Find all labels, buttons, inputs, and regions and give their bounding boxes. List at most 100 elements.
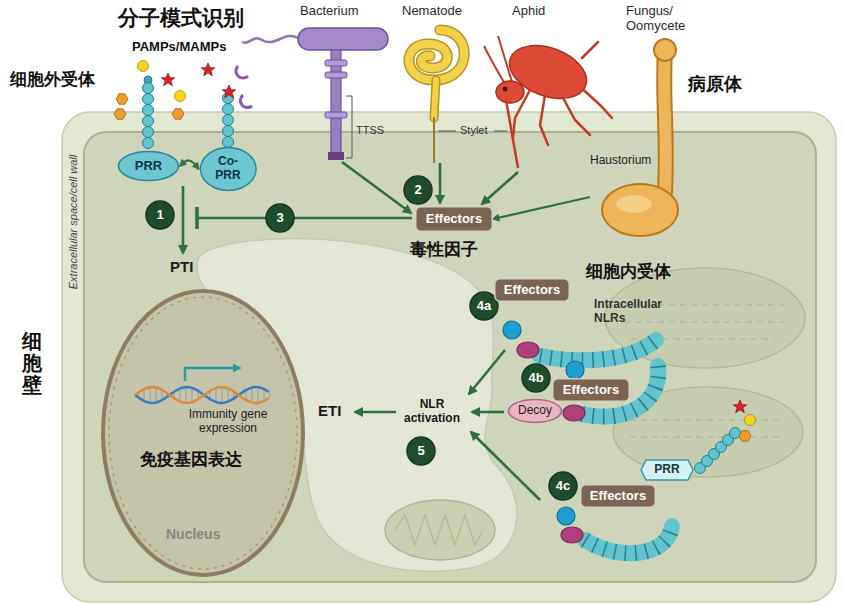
pathway-arrow	[197, 217, 412, 220]
gene-expression-label: Immunity gene expression	[178, 408, 278, 436]
pathway-arrow	[342, 162, 411, 213]
haustorium-shape	[602, 184, 678, 236]
aphid	[503, 87, 508, 92]
text-holder: Co-PRR	[199, 146, 258, 192]
response-label: ETI	[318, 402, 341, 419]
pathway-arrow	[195, 207, 199, 229]
callout-number-shape	[522, 364, 550, 392]
nematode	[409, 30, 464, 80]
callout-number: 1	[145, 200, 175, 230]
receptor-label: Intracellular NLRs	[594, 298, 680, 326]
effector-box: Effectors	[552, 378, 630, 402]
dna-rung	[251, 388, 252, 403]
nucleus-shape	[103, 291, 303, 575]
fungal-hypha	[664, 52, 666, 192]
ligand	[175, 91, 186, 102]
connector-arrow	[180, 160, 199, 169]
callout-number: 4b	[528, 371, 543, 386]
callout-number: 4c	[556, 479, 570, 494]
bacterium	[298, 28, 388, 50]
coreceptor-ellipse: Co-PRR	[199, 146, 258, 192]
nematode	[409, 30, 464, 80]
cytoplasm	[84, 132, 816, 582]
ligand	[114, 109, 126, 119]
decoy-ellipse: Decoy	[507, 398, 563, 424]
ligand	[236, 66, 252, 108]
nematode	[434, 80, 436, 118]
receptor-chain	[143, 138, 154, 149]
callout-number: 5	[406, 436, 436, 466]
node-text: Decoy	[518, 404, 552, 418]
receptor-chain	[730, 428, 741, 439]
pathway-arrow	[472, 411, 504, 414]
effector-box-shape	[581, 485, 656, 508]
dna-rung	[227, 388, 228, 401]
callout-number: 4b	[521, 363, 551, 393]
ligand	[172, 109, 184, 119]
receptor-ellipse-shape	[119, 152, 179, 181]
cytoplasm	[84, 132, 816, 582]
effector-box-shape	[553, 379, 630, 402]
nlr-receptor	[503, 321, 672, 553]
pathway-arrow	[182, 186, 185, 253]
receptor-ellipse: PRR	[117, 150, 180, 182]
fungal-hypha	[654, 39, 676, 192]
ligand	[739, 431, 751, 441]
part-label: Stylet	[460, 124, 488, 137]
text-holder: 3	[265, 203, 295, 233]
nlr-receptor	[561, 527, 583, 543]
secretion-system	[325, 72, 347, 78]
cell-wall	[62, 112, 836, 602]
fungal-hypha	[664, 52, 666, 192]
node-text: Effectors	[426, 212, 482, 227]
pathway-arrow	[355, 411, 396, 414]
text-holder: 5	[406, 436, 436, 466]
ligand-label: PAMPs/MAMPs	[132, 40, 226, 55]
effector-label: 毒性因子	[410, 240, 478, 260]
ligand	[201, 63, 214, 76]
node-text: Co-PRR	[210, 155, 246, 183]
effector-box: Effectors	[580, 484, 656, 508]
callout-number-shape	[549, 472, 577, 500]
receptor-chain	[223, 115, 234, 126]
text-holder: 1	[145, 200, 175, 230]
dna-rung	[215, 388, 216, 402]
text-holder: Effectors	[580, 484, 656, 508]
callout-number: 4a	[477, 299, 491, 314]
bacterium	[242, 28, 388, 50]
pathogen-label: 病原体	[688, 74, 742, 95]
gene-expression-label: 免疫基因表达	[140, 450, 242, 470]
text-holder: Effectors	[494, 278, 570, 302]
pathway-arrow	[469, 350, 505, 394]
receptor-label: 细胞外受体	[10, 70, 95, 90]
receptor-chain	[143, 105, 154, 116]
dna-rung	[257, 387, 258, 403]
receptor-chain	[143, 83, 154, 94]
receptor-prism-shape	[641, 460, 693, 480]
callout-number: 2	[403, 175, 433, 205]
nlr-receptor	[563, 405, 585, 421]
ligand	[138, 61, 149, 72]
receptor-chain	[143, 76, 741, 474]
aphid	[484, 36, 612, 168]
nematode	[433, 118, 435, 162]
part-label: TTSS	[356, 124, 384, 137]
callout-number-shape	[146, 201, 174, 229]
dna-rung	[155, 387, 156, 402]
text-holder: PRR	[117, 150, 180, 182]
haustorium: Haustorium	[590, 154, 680, 240]
response-label: PTI	[170, 258, 193, 275]
callout-number: 4c	[548, 471, 578, 501]
node-text: Effectors	[590, 489, 646, 504]
secretion-system	[325, 50, 352, 160]
part-label: Haustorium	[590, 154, 651, 168]
callout-number: 1	[156, 208, 163, 223]
ligand	[116, 94, 128, 104]
callout-number-shape	[404, 176, 432, 204]
coreceptor-ellipse-shape	[200, 148, 256, 191]
secretion-system	[346, 96, 352, 158]
dna-rung	[149, 387, 150, 403]
secretion-system	[325, 60, 347, 66]
pathogen-name: Aphid	[512, 4, 545, 19]
nlr-receptor	[585, 526, 672, 553]
